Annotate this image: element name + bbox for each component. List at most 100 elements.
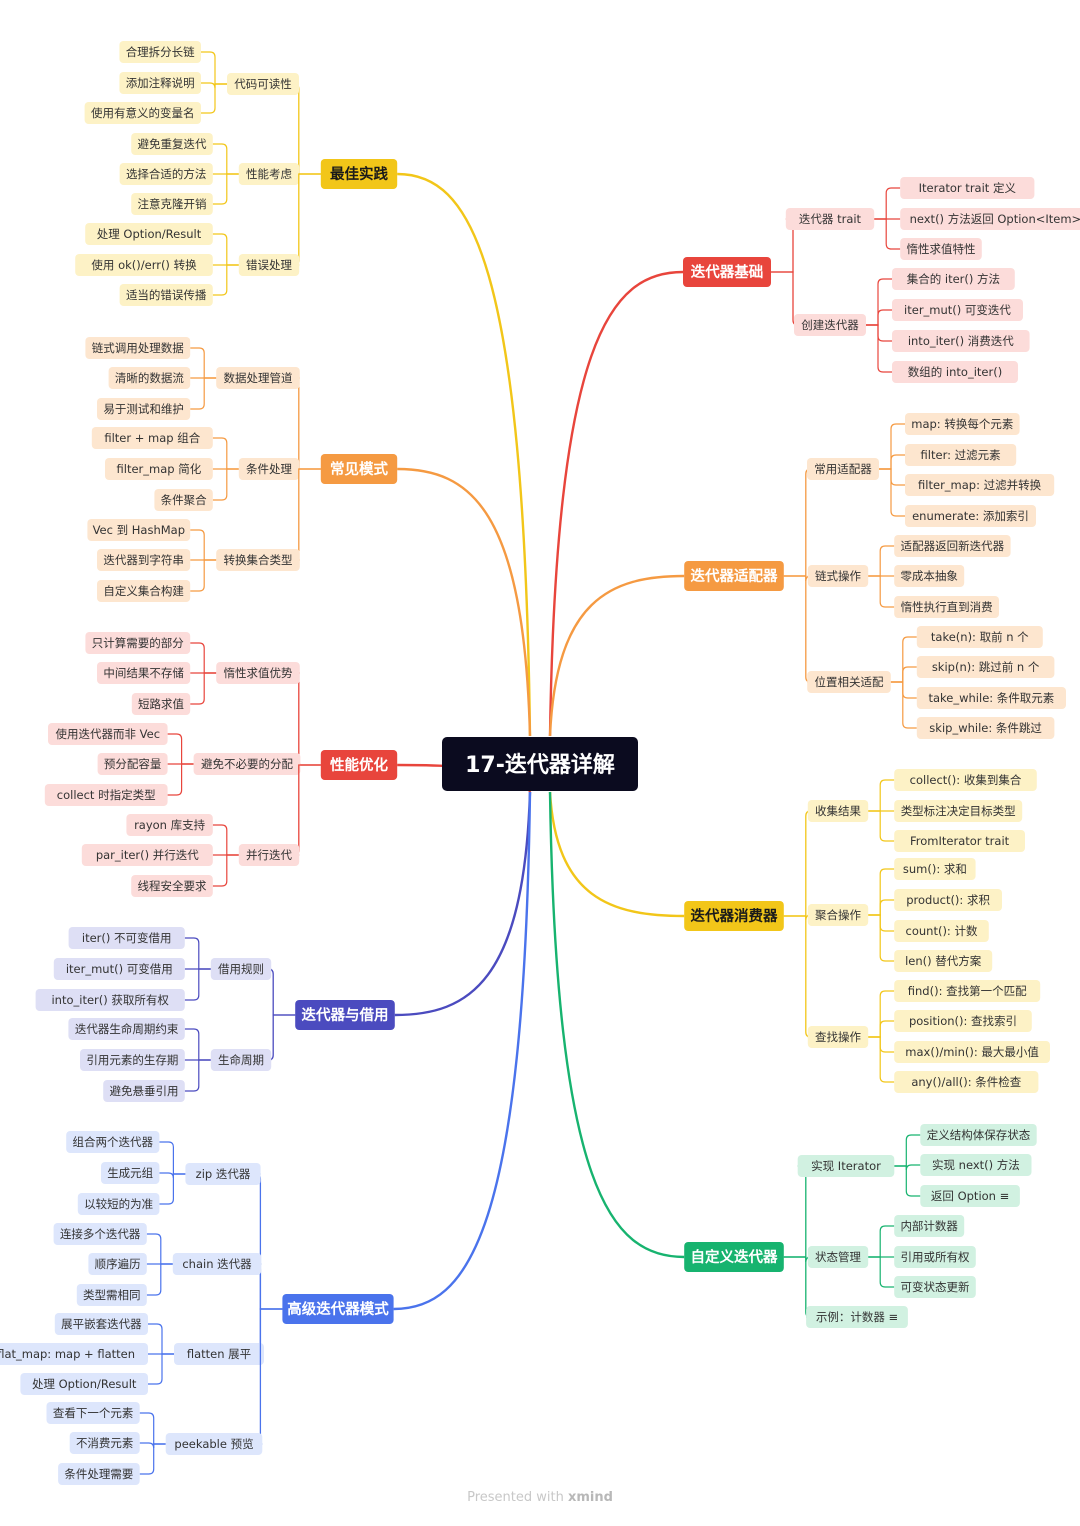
leaf-topic[interactable]: FromIterator trait	[894, 830, 1025, 852]
subtopic-9-4[interactable]: peekable 预览	[165, 1433, 263, 1455]
leaf-topic[interactable]: collect 时指定类型	[44, 784, 168, 806]
leaf-topic[interactable]: 短路求值	[131, 693, 191, 715]
subtopic-6-3[interactable]: 转换集合类型	[216, 549, 300, 571]
leaf-topic[interactable]: 合理拆分长链	[119, 41, 201, 63]
subtopic-5-2[interactable]: 性能考虑	[238, 163, 300, 185]
central-topic[interactable]: 17-迭代器详解	[442, 737, 638, 791]
leaf-topic[interactable]: count(): 计数	[894, 920, 989, 942]
leaf-topic[interactable]: product(): 求积	[894, 889, 1002, 911]
leaf-topic[interactable]: enumerate: 添加索引	[905, 505, 1036, 527]
leaf-topic[interactable]: skip_while: 条件跳过	[916, 717, 1055, 739]
main-topic-2[interactable]: 迭代器适配器	[684, 561, 784, 591]
leaf-topic[interactable]: 线程安全要求	[131, 875, 213, 897]
leaf-topic[interactable]: 迭代器到字符串	[97, 549, 191, 571]
leaf-topic[interactable]: 自定义集合构建	[97, 580, 191, 602]
subtopic-7-2[interactable]: 避免不必要的分配	[193, 753, 301, 775]
subtopic-8-2[interactable]: 生命周期	[210, 1049, 272, 1071]
leaf-topic[interactable]: Vec 到 HashMap	[87, 519, 191, 541]
leaf-topic[interactable]: collect(): 收集到集合	[894, 769, 1037, 791]
leaf-topic[interactable]: 顺序遍历	[88, 1253, 147, 1275]
main-topic-5[interactable]: 最佳实践	[320, 159, 398, 189]
leaf-topic[interactable]: find(): 查找第一个匹配	[894, 980, 1041, 1002]
leaf-topic[interactable]: 可变状态更新	[894, 1276, 976, 1298]
leaf-topic[interactable]: 引用元素的生存期	[80, 1049, 185, 1071]
leaf-topic[interactable]: Iterator trait 定义	[900, 177, 1035, 199]
main-topic-6[interactable]: 常见模式	[320, 454, 398, 484]
leaf-topic[interactable]: 不消费元素	[69, 1432, 140, 1454]
main-topic-1[interactable]: 迭代器基础	[683, 257, 771, 287]
leaf-topic[interactable]: filter + map 组合	[91, 427, 213, 449]
leaf-topic[interactable]: 类型标注决定目标类型	[894, 800, 1023, 822]
leaf-topic[interactable]: skip(n): 跳过前 n 个	[916, 656, 1055, 678]
leaf-topic[interactable]: 添加注释说明	[119, 72, 201, 94]
leaf-topic[interactable]: 预分配容量	[97, 753, 168, 775]
leaf-topic[interactable]: 定义结构体保存状态	[920, 1124, 1037, 1146]
leaf-topic[interactable]: par_iter() 并行迭代	[81, 844, 213, 866]
subtopic-5-3[interactable]: 错误处理	[238, 254, 300, 276]
leaf-topic[interactable]: sum(): 求和	[894, 858, 976, 880]
leaf-topic[interactable]: 内部计数器	[894, 1215, 965, 1237]
leaf-topic[interactable]: 惰性执行直到消费	[894, 596, 999, 618]
leaf-topic[interactable]: map: 转换每个元素	[905, 413, 1020, 435]
subtopic-6-2[interactable]: 条件处理	[238, 458, 300, 480]
leaf-topic[interactable]: 只计算需要的部分	[85, 632, 191, 654]
leaf-topic[interactable]: into_iter() 消费迭代	[892, 330, 1030, 352]
leaf-topic[interactable]: next() 方法返回 Option<Item>	[900, 208, 1080, 230]
leaf-topic[interactable]: position(): 查找索引	[894, 1010, 1032, 1032]
subtopic-9-3[interactable]: flatten 展平	[174, 1343, 264, 1365]
leaf-topic[interactable]: 中间结果不存储	[97, 662, 191, 684]
leaf-topic[interactable]: filter_map 简化	[105, 458, 213, 480]
main-topic-7[interactable]: 性能优化	[320, 750, 398, 780]
leaf-topic[interactable]: 组合两个迭代器	[66, 1131, 160, 1153]
subtopic-2-2[interactable]: 链式操作	[807, 565, 869, 587]
leaf-topic[interactable]: 类型需相同	[76, 1284, 147, 1306]
main-topic-4[interactable]: 自定义迭代器	[684, 1242, 784, 1272]
leaf-topic[interactable]: 迭代器生命周期约束	[68, 1018, 185, 1040]
subtopic-2-3[interactable]: 位置相关适配	[807, 671, 891, 693]
leaf-topic[interactable]: iter() 不可变借用	[68, 927, 185, 949]
subtopic-1-1[interactable]: 迭代器 trait	[785, 208, 875, 230]
leaf-topic[interactable]: take(n): 取前 n 个	[916, 626, 1043, 648]
leaf-topic[interactable]: max()/min(): 最大最小值	[894, 1041, 1050, 1063]
leaf-topic[interactable]: rayon 库支持	[126, 814, 213, 836]
leaf-topic[interactable]: 惰性求值特性	[900, 238, 982, 260]
leaf-topic[interactable]: 处理 Option/Result	[85, 223, 213, 245]
leaf-topic[interactable]: 条件处理需要	[58, 1463, 140, 1485]
leaf-topic[interactable]: 集合的 iter() 方法	[892, 268, 1015, 290]
leaf-topic[interactable]: 注意克隆开销	[131, 193, 213, 215]
leaf-topic[interactable]: 连接多个迭代器	[53, 1223, 147, 1245]
leaf-topic[interactable]: 使用 ok()/err() 转换	[75, 254, 213, 276]
leaf-topic[interactable]: take_while: 条件取元素	[916, 687, 1066, 709]
leaf-topic[interactable]: 返回 Option ≡	[920, 1185, 1020, 1207]
leaf-topic[interactable]: filter_map: 过滤并转换	[905, 474, 1055, 496]
leaf-topic[interactable]: iter_mut() 可变借用	[53, 958, 185, 980]
leaf-topic[interactable]: 引用或所有权	[894, 1246, 976, 1268]
leaf-topic[interactable]: 避免悬垂引用	[103, 1080, 185, 1102]
subtopic-3-2[interactable]: 聚合操作	[807, 904, 869, 926]
leaf-topic[interactable]: 生成元组	[101, 1162, 160, 1184]
subtopic-2-1[interactable]: 常用适配器	[807, 458, 879, 480]
leaf-topic[interactable]: 使用有意义的变量名	[84, 102, 201, 124]
subtopic-4-1[interactable]: 实现 Iterator	[797, 1155, 895, 1177]
leaf-topic[interactable]: 条件聚合	[154, 489, 213, 511]
main-topic-9[interactable]: 高级迭代器模式	[282, 1294, 394, 1324]
leaf-topic[interactable]: len() 替代方案	[894, 950, 993, 972]
subtopic-3-1[interactable]: 收集结果	[807, 800, 869, 822]
leaf-topic[interactable]: into_iter() 获取所有权	[35, 989, 185, 1011]
leaf-topic[interactable]: 选择合适的方法	[119, 163, 213, 185]
leaf-topic[interactable]: filter: 过滤元素	[905, 444, 1017, 466]
leaf-topic[interactable]: 使用迭代器而非 Vec	[48, 723, 168, 745]
leaf-topic[interactable]: any()/all(): 条件检查	[894, 1071, 1039, 1093]
leaf-topic[interactable]: 适配器返回新迭代器	[894, 535, 1011, 557]
leaf-topic[interactable]: 易于测试和维护	[97, 398, 191, 420]
subtopic-9-1[interactable]: zip 迭代器	[185, 1163, 261, 1185]
subtopic-4-2[interactable]: 状态管理	[807, 1246, 869, 1268]
leaf-topic[interactable]: iter_mut() 可变迭代	[892, 299, 1023, 321]
subtopic-7-3[interactable]: 并行迭代	[238, 844, 300, 866]
subtopic-8-1[interactable]: 借用规则	[210, 958, 272, 980]
leaf-topic[interactable]: 实现 next() 方法	[920, 1154, 1032, 1176]
main-topic-3[interactable]: 迭代器消费器	[684, 901, 784, 931]
subtopic-6-1[interactable]: 数据处理管道	[216, 367, 300, 389]
leaf-topic[interactable]: 处理 Option/Result	[20, 1373, 148, 1395]
leaf-topic[interactable]: 避免重复迭代	[131, 133, 213, 155]
